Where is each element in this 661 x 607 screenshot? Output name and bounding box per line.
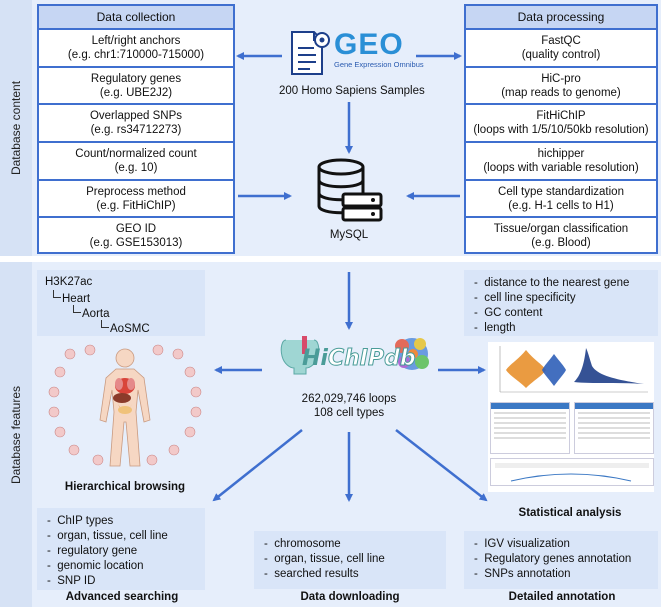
igv-track (490, 458, 654, 486)
search-item: - SNP ID (47, 575, 96, 587)
arrow-to-advanced (212, 429, 303, 502)
stats-list-box: - distance to the nearest gene - cell li… (464, 270, 658, 336)
geo-logo-subtitle: Gene Expression Omnibus (334, 60, 424, 69)
stats-item: - GC content (474, 307, 543, 319)
processing-item-fastqc: FastQC(quality control) (466, 30, 656, 68)
processing-item-hicpro: HiC-pro(map reads to genome) (466, 68, 656, 106)
stats-item: - cell line specificity (474, 292, 576, 304)
collection-item-genes: Regulatory genes(e.g. UBE2J2) (39, 68, 233, 106)
geo-logo: GEO Gene Expression Omnibus (334, 30, 426, 72)
geo-samples-text: 200 Homo Sapiens Samples (279, 85, 425, 97)
search-list-box: - ChIP types - organ, tissue, cell line … (37, 508, 205, 590)
search-item: - organ, tissue, cell line (47, 530, 168, 542)
anatomy-illustration (48, 344, 202, 467)
cell-types-text: 108 cell types (313, 407, 385, 419)
document-gear-icon (291, 31, 330, 75)
mysql-label: MySQL (329, 229, 369, 241)
processing-item-hichipper: hichipper(loops with variable resolution… (466, 143, 656, 181)
geo-logo-text: GEO (334, 28, 404, 61)
loops-count-text: 262,029,746 loops (301, 393, 397, 405)
hierarchy-level-3: AoSMC (101, 320, 150, 337)
annotation-tables (488, 402, 654, 454)
annotation-item: - IGV visualization (474, 538, 570, 550)
database-icon (317, 158, 383, 222)
caption-advanced: Advanced searching (65, 591, 179, 603)
search-item: - ChIP types (47, 515, 114, 527)
collection-item-preprocess: Preprocess method(e.g. FitHiChIP) (39, 181, 233, 219)
processing-item-celltype: Cell type standardization(e.g. H-1 cells… (466, 181, 656, 219)
processing-item-fithichip: FitHiChIP(loops with 1/5/10/50kb resolut… (466, 105, 656, 144)
data-processing-panel: Data processing FastQC(quality control) … (464, 4, 658, 254)
igv-track-graphic (495, 463, 649, 482)
hierarchy-level-1: Heart (53, 290, 90, 307)
statistical-screenshot (488, 342, 654, 492)
annotation-list-box: - IGV visualization - Regulatory genes a… (464, 531, 658, 589)
features-side-label: Database features (0, 262, 32, 607)
hichipdb-logo-text: HiChIPdb (302, 346, 416, 371)
collection-item-anchors: Left/right anchors(e.g. chr1:710000-7150… (39, 30, 233, 68)
caption-downloading: Data downloading (300, 591, 400, 603)
data-processing-header: Data processing (466, 6, 656, 30)
hierarchy-box: H3K27ac Heart Aorta AoSMC (37, 270, 205, 336)
stats-item: - length (474, 322, 516, 334)
download-item: - organ, tissue, cell line (264, 553, 385, 565)
arrow-to-annotation (395, 429, 488, 502)
stats-item: - distance to the nearest gene (474, 277, 630, 289)
collection-item-geo-id: GEO ID(e.g. GSE153013) (89, 223, 183, 250)
hierarchy-level-2: Aorta (73, 305, 110, 322)
content-side-label: Database content (0, 0, 32, 256)
data-collection-header: Data collection (39, 6, 233, 30)
annotation-item: - SNPs annotation (474, 568, 571, 580)
data-collection-panel: Data collection Left/right anchors(e.g. … (37, 4, 235, 254)
caption-statistical: Statistical analysis (518, 507, 622, 519)
caption-hierarchical: Hierarchical browsing (64, 481, 186, 493)
processing-item-tissue: Tissue/organ classification(e.g. Blood) (493, 223, 629, 250)
search-item: - regulatory gene (47, 545, 138, 557)
collection-item-snps: Overlapped SNPs(e.g. rs34712273) (39, 105, 233, 144)
collection-item-count: Count/normalized count(e.g. 10) (39, 143, 233, 181)
hichipdb-logo: HiChIPdb (272, 334, 432, 380)
violin-plots (499, 346, 648, 393)
hichipdb-logo-graphic (280, 336, 429, 375)
search-item: - genomic location (47, 560, 144, 572)
download-item: - chromosome (264, 538, 341, 550)
caption-annotation: Detailed annotation (508, 591, 616, 603)
annotation-item: - Regulatory genes annotation (474, 553, 632, 565)
download-list-box: - chromosome - organ, tissue, cell line … (254, 531, 446, 589)
download-item: - searched results (264, 568, 359, 580)
hierarchy-level-0: H3K27ac (45, 276, 93, 288)
